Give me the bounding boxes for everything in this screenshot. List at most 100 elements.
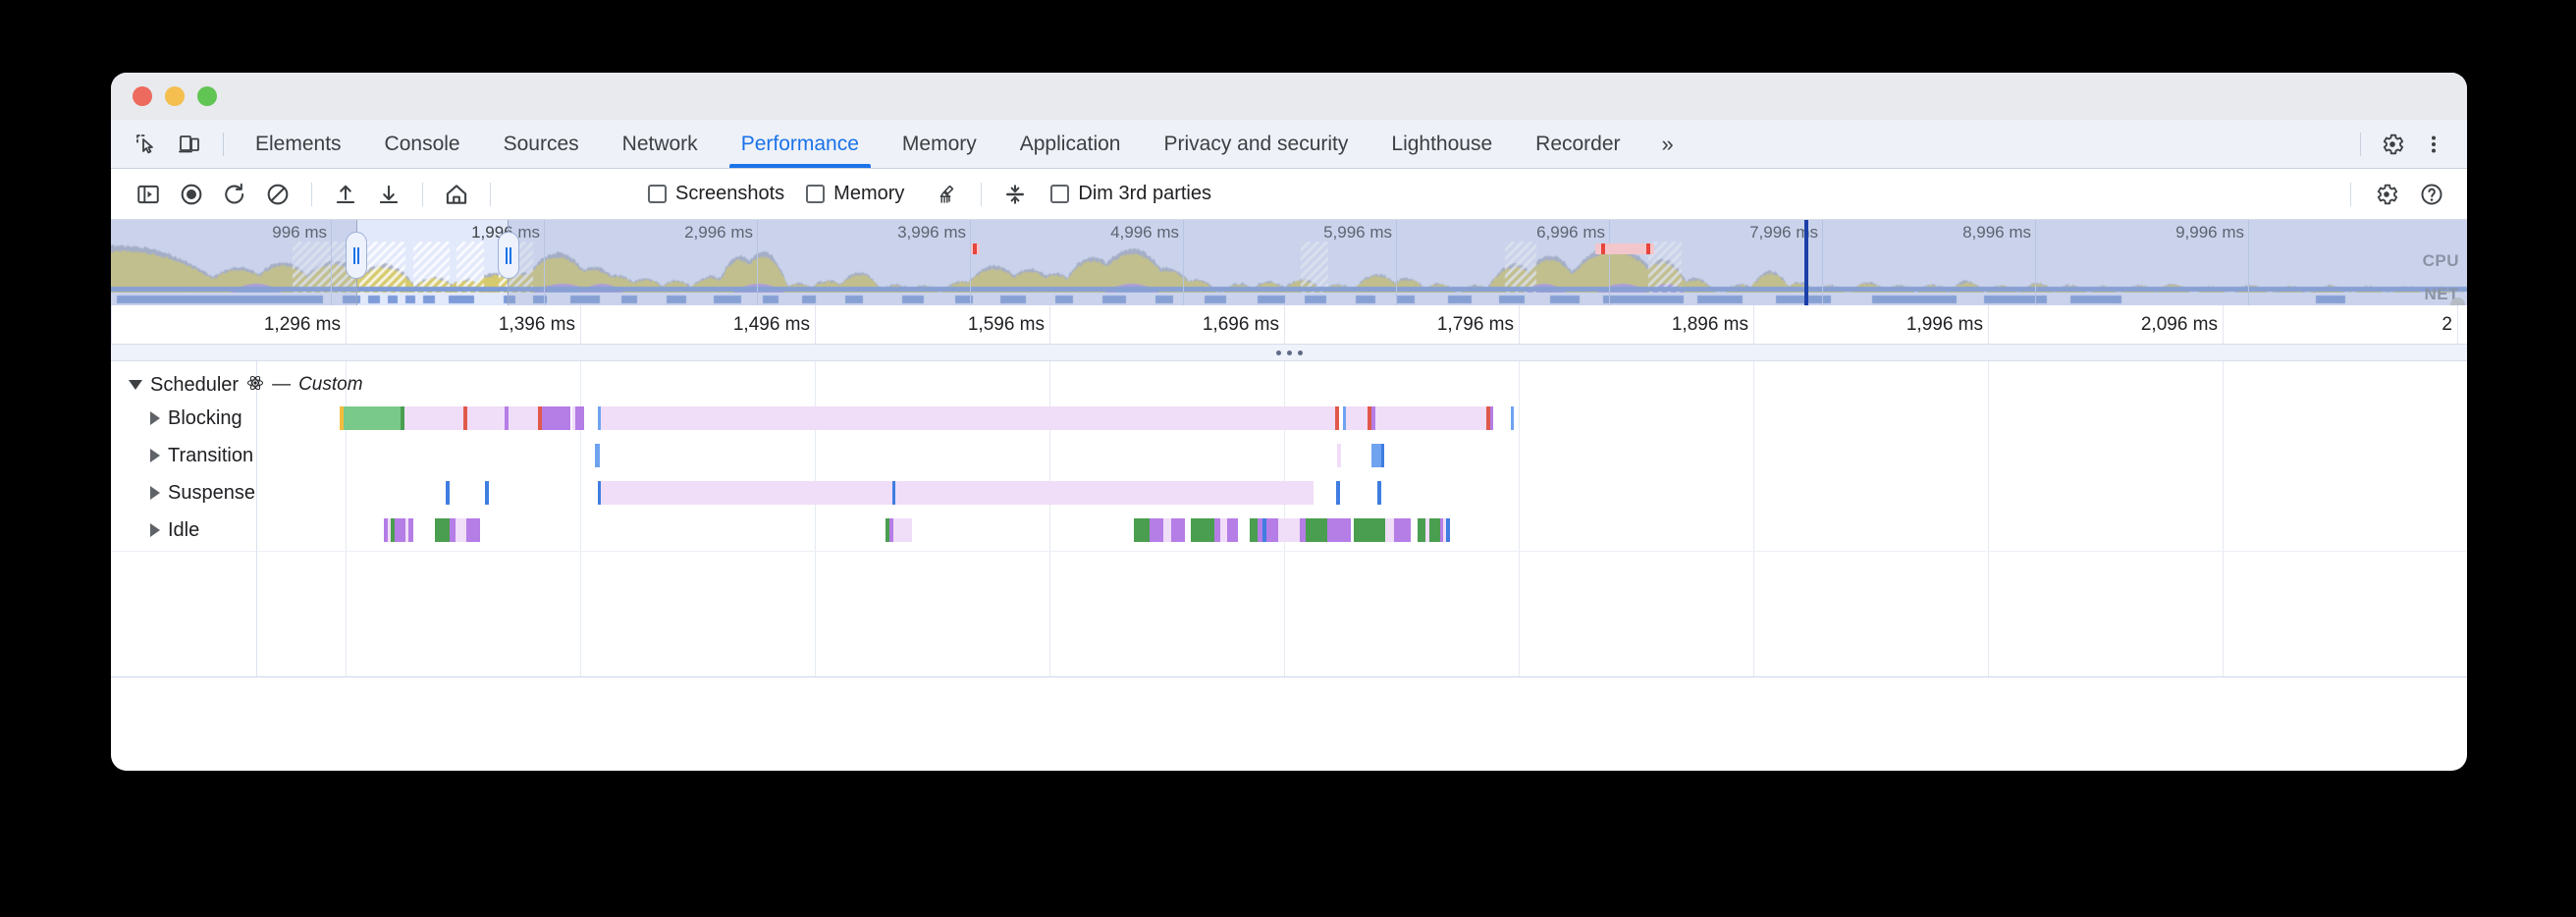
flame-chart-event[interactable]: [1446, 518, 1450, 542]
home-icon[interactable]: [435, 173, 478, 216]
flame-chart-event[interactable]: [404, 406, 463, 430]
window-close-button[interactable]: [133, 86, 152, 106]
flame-chart-event[interactable]: [405, 518, 408, 542]
flame-chart-event[interactable]: [1368, 406, 1371, 430]
flame-chart-event[interactable]: [595, 444, 600, 467]
flame-chart-event[interactable]: [340, 406, 344, 430]
capture-settings-gear-icon[interactable]: [2365, 173, 2408, 216]
flame-chart-event[interactable]: [1300, 518, 1306, 542]
row-expand-chevron-icon[interactable]: [150, 523, 160, 537]
flame-chart-event[interactable]: [1343, 406, 1346, 430]
overview-scroll-knob[interactable]: [2450, 297, 2465, 305]
more-tabs-chevron-icon[interactable]: »: [1661, 131, 1674, 156]
flame-chart-event[interactable]: [601, 406, 1335, 430]
flame-chart-event[interactable]: [598, 481, 601, 505]
window-minimize-button[interactable]: [165, 86, 185, 106]
flame-chart-event[interactable]: [344, 406, 401, 430]
settings-gear-icon[interactable]: [2373, 125, 2412, 164]
help-question-icon[interactable]: [2410, 173, 2453, 216]
flame-chart-event[interactable]: [1327, 518, 1346, 542]
tab-privacy-and-security[interactable]: Privacy and security: [1142, 120, 1369, 168]
row-expand-chevron-icon[interactable]: [150, 411, 160, 425]
flame-chart-event[interactable]: [1425, 518, 1429, 542]
group-expand-chevron-icon[interactable]: [129, 380, 142, 390]
record-icon[interactable]: [170, 173, 213, 216]
flame-chart-event[interactable]: [1262, 518, 1266, 542]
flame-chart-event[interactable]: [1335, 406, 1339, 430]
track-row-suspense[interactable]: Suspense: [111, 481, 2467, 505]
flame-chart-event[interactable]: [466, 518, 480, 542]
track-row-blocking[interactable]: Blocking: [111, 406, 2467, 430]
flame-chart-event[interactable]: [1429, 518, 1440, 542]
flame-chart-event[interactable]: [1375, 406, 1486, 430]
flame-chart-event[interactable]: [1440, 518, 1443, 542]
clear-icon[interactable]: [256, 173, 299, 216]
flame-chart-event[interactable]: [1220, 518, 1227, 542]
flame-chart-event[interactable]: [401, 406, 404, 430]
flame-chart-event[interactable]: [572, 406, 575, 430]
flame-chart-event[interactable]: [538, 406, 542, 430]
flame-chart-event[interactable]: [1486, 406, 1490, 430]
flame-chart-event[interactable]: [546, 406, 570, 430]
flame-chart-event[interactable]: [1511, 406, 1514, 430]
garbage-collect-broom-icon[interactable]: [926, 173, 969, 216]
tab-network[interactable]: Network: [601, 120, 720, 168]
flame-chart-event[interactable]: [463, 406, 467, 430]
flame-chart-event[interactable]: [895, 481, 1314, 505]
flame-chart-event[interactable]: [1258, 518, 1262, 542]
flame-chart-event[interactable]: [384, 518, 388, 542]
tab-performance[interactable]: Performance: [720, 120, 881, 168]
inspect-element-icon[interactable]: [127, 125, 166, 164]
tab-sources[interactable]: Sources: [482, 120, 601, 168]
flame-chart-event[interactable]: [1377, 481, 1381, 505]
flame-chart-event[interactable]: [1346, 518, 1351, 542]
flame-chart-event[interactable]: [542, 406, 546, 430]
flame-chart[interactable]: Scheduler — Custom Blocking: [111, 361, 2467, 677]
flame-chart-event[interactable]: [391, 518, 395, 542]
flame-chart-event[interactable]: [1171, 518, 1185, 542]
tab-lighthouse[interactable]: Lighthouse: [1369, 120, 1514, 168]
flame-chart-event[interactable]: [1354, 518, 1385, 542]
flame-chart-event[interactable]: [1150, 518, 1163, 542]
window-zoom-button[interactable]: [197, 86, 217, 106]
flame-chart-event[interactable]: [892, 481, 895, 505]
flame-chart-event[interactable]: [1381, 444, 1384, 467]
flame-chart-event[interactable]: [450, 518, 456, 542]
flame-chart-event[interactable]: [1278, 518, 1300, 542]
dim-3rd-parties-checkbox[interactable]: Dim 3rd parties: [1050, 183, 1211, 205]
more-options-kebab-icon[interactable]: [2414, 125, 2453, 164]
flame-chart-event[interactable]: [1163, 518, 1171, 542]
panel-resize-handle[interactable]: [111, 345, 2467, 361]
overview-window-left-handle[interactable]: [346, 232, 367, 279]
track-row-transition[interactable]: Transition: [111, 444, 2467, 467]
flame-chart-event[interactable]: [467, 406, 505, 430]
flame-chart-event[interactable]: [598, 406, 601, 430]
flame-chart-event[interactable]: [1254, 518, 1258, 542]
flame-chart-event[interactable]: [505, 406, 509, 430]
flame-chart-event[interactable]: [435, 518, 450, 542]
flame-chart-event[interactable]: [1337, 444, 1341, 467]
tab-console[interactable]: Console: [363, 120, 482, 168]
download-profile-icon[interactable]: [367, 173, 410, 216]
flame-chart-event[interactable]: [1266, 518, 1278, 542]
flame-chart-event[interactable]: [1418, 518, 1425, 542]
track-group-scheduler[interactable]: Scheduler — Custom: [111, 373, 2467, 397]
flame-chart-event[interactable]: [395, 518, 405, 542]
flame-chart-event[interactable]: [1371, 444, 1383, 467]
tab-recorder[interactable]: Recorder: [1514, 120, 1641, 168]
memory-checkbox[interactable]: Memory: [806, 183, 904, 205]
upload-profile-icon[interactable]: [324, 173, 367, 216]
flame-chart-event[interactable]: [886, 518, 889, 542]
flame-chart-event[interactable]: [1385, 518, 1394, 542]
flame-chart-event[interactable]: [388, 518, 391, 542]
flame-chart-event[interactable]: [1394, 518, 1411, 542]
flame-chart-event[interactable]: [1336, 481, 1340, 505]
flame-chart-event[interactable]: [1306, 518, 1327, 542]
flame-chart-event[interactable]: [408, 518, 413, 542]
screenshots-checkbox[interactable]: Screenshots: [648, 183, 784, 205]
flame-chart-event[interactable]: [1490, 406, 1493, 430]
overview-window-right-handle[interactable]: [498, 232, 519, 279]
flame-chart-event[interactable]: [456, 518, 466, 542]
flame-chart-event[interactable]: [1443, 518, 1446, 542]
